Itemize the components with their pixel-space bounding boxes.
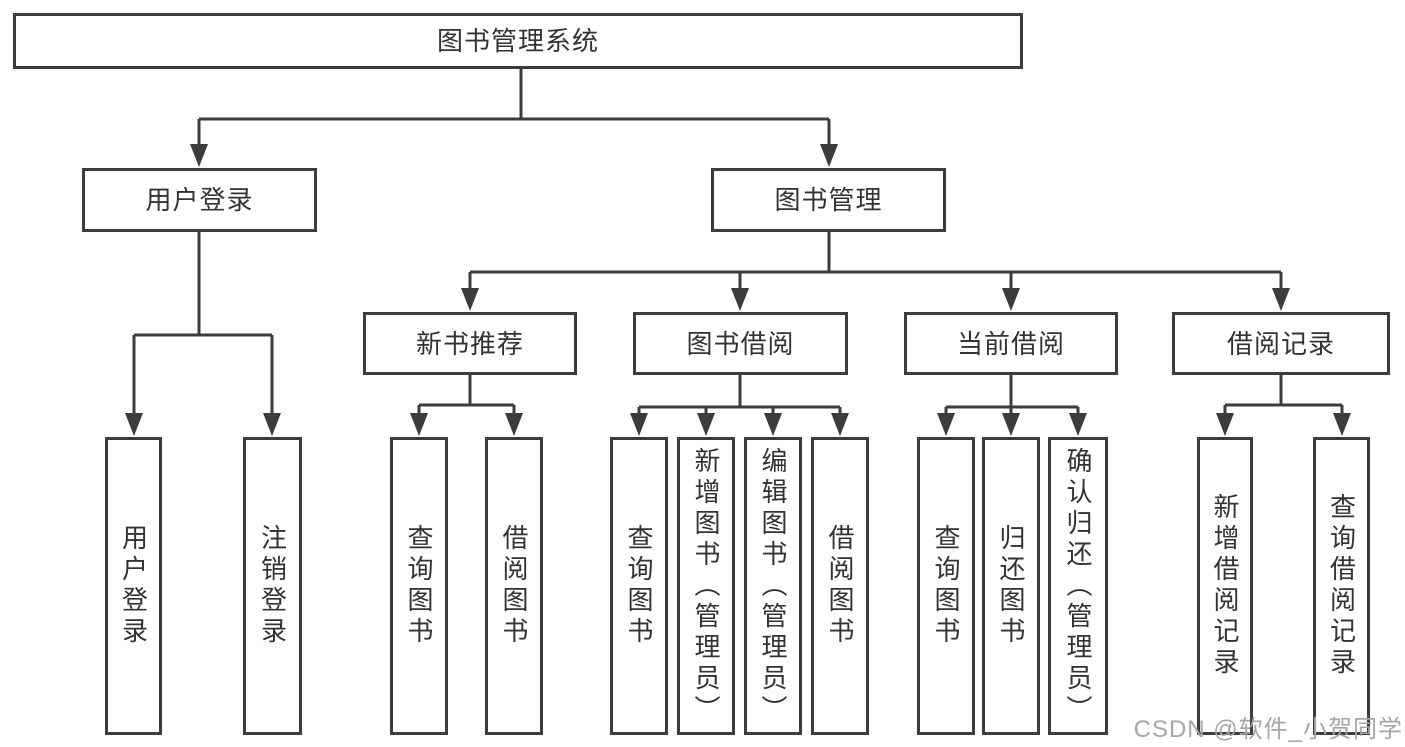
arrowhead: [263, 413, 281, 436]
node-root: 图书管理系统: [13, 13, 1023, 69]
connector-new-books-to-leaves: [417, 375, 516, 419]
leaf-logout: 注销登录: [243, 437, 302, 735]
leaf-label: 查询图书: [624, 524, 654, 648]
node-current-borrow: 当前借阅: [904, 312, 1118, 375]
arrowhead: [505, 413, 523, 436]
leaf-label: 借阅图书: [825, 524, 855, 648]
node-new-book-recommend: 新书推荐: [363, 312, 577, 375]
arrowhead: [1002, 413, 1020, 436]
connector-current-borrow-to-leaves: [944, 375, 1080, 419]
arrowheads: [125, 144, 1351, 436]
leaf-label: 确认归还（管理员）: [1063, 446, 1093, 726]
arrowhead: [1272, 288, 1290, 311]
leaf-label: 查询图书: [931, 524, 961, 648]
arrowhead: [764, 413, 782, 436]
leaf-query-borrow-record: 查询借阅记录: [1313, 437, 1370, 735]
leaf-label: 注销登录: [257, 524, 288, 648]
node-user-login: 用户登录: [82, 168, 317, 232]
connector-user-login-to-leaves: [132, 232, 274, 419]
node-borrow-records: 借阅记录: [1172, 312, 1390, 375]
leaf-edit-books-admin: 编辑图书（管理员）: [744, 437, 802, 735]
leaf-add-books-admin: 新增图书（管理员）: [677, 437, 735, 735]
node-label: 图书管理: [774, 185, 883, 215]
leaf-borrow-books-1: 借阅图书: [485, 437, 543, 735]
connector-borrow-records-to-leaves: [1223, 375, 1344, 419]
node-label: 图书借阅: [686, 328, 795, 359]
connector-book-borrow-to-leaves: [637, 375, 842, 419]
arrowhead: [831, 413, 849, 436]
arrowhead: [937, 413, 955, 436]
leaf-label: 编辑图书（管理员）: [758, 446, 788, 726]
leaf-label: 新增借阅记录: [1210, 493, 1240, 679]
leaf-query-books-3: 查询图书: [917, 437, 975, 735]
arrowhead: [410, 413, 428, 436]
leaf-query-books-2: 查询图书: [610, 437, 668, 735]
connector-root-to-level2: [197, 69, 831, 147]
leaf-query-books-1: 查询图书: [390, 437, 448, 735]
leaf-label: 查询图书: [404, 524, 434, 648]
leaf-user-login: 用户登录: [105, 437, 162, 735]
node-label: 图书管理系统: [436, 26, 599, 56]
node-label: 用户登录: [145, 185, 254, 215]
leaf-label: 查询借阅记录: [1326, 493, 1357, 679]
arrowhead: [190, 144, 208, 167]
arrowhead: [1069, 413, 1087, 436]
csdn-watermark: CSDN @软件_小贺同学: [1133, 716, 1403, 743]
leaf-label: 归还图书: [996, 524, 1026, 648]
arrowhead: [1333, 413, 1351, 436]
leaf-confirm-return-admin: 确认归还（管理员）: [1048, 437, 1108, 735]
arrowhead: [1002, 288, 1020, 311]
arrowhead: [125, 413, 143, 436]
leaf-return-books: 归还图书: [982, 437, 1040, 735]
arrowhead: [630, 413, 648, 436]
node-book-management: 图书管理: [711, 168, 946, 232]
node-label: 新书推荐: [415, 328, 524, 359]
leaf-label: 新增图书（管理员）: [691, 446, 721, 726]
leaf-label: 借阅图书: [499, 524, 529, 648]
node-book-borrow: 图书借阅: [633, 312, 848, 375]
leaf-add-borrow-record: 新增借阅记录: [1197, 437, 1253, 735]
connector-book-mgmt-to-level3: [468, 232, 1283, 291]
leaf-borrow-books-2: 借阅图书: [811, 437, 869, 735]
node-label: 当前借阅: [956, 328, 1065, 359]
leaf-label: 用户登录: [118, 524, 149, 648]
arrowhead: [1216, 413, 1234, 436]
arrowhead: [697, 413, 715, 436]
arrowhead: [731, 288, 749, 311]
node-label: 借阅记录: [1226, 328, 1335, 359]
arrowhead: [820, 144, 838, 167]
arrowhead: [461, 288, 479, 311]
